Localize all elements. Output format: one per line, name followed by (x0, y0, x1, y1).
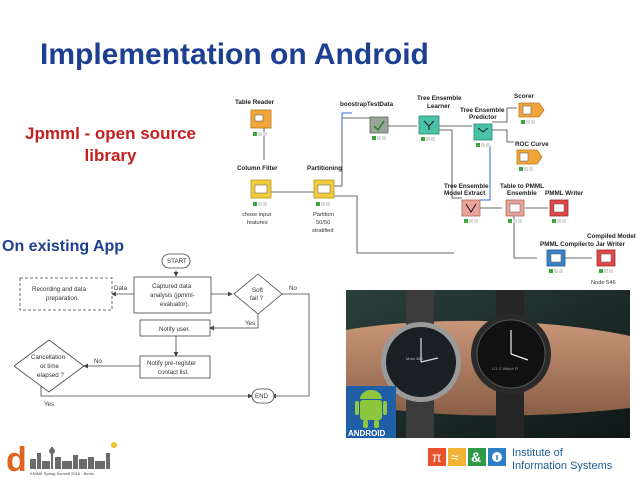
workflow-pmml-writer-label: PMML Writer (545, 190, 584, 197)
smartwatch-photo: Moto 360 LG G Watch R ANDROID (346, 290, 630, 438)
workflow-column-filter-note-1: chose input (242, 212, 272, 218)
workflow-te-predictor-label-2: Predictor (469, 114, 497, 121)
workflow-pmml-writer-node: PMML Writer (545, 190, 584, 223)
workflow-jar-writer-label-2: to Jar Writer (588, 241, 626, 248)
institute-logo: π ≈ & Institute of Information Systems (428, 440, 634, 476)
flowchart-soft-fail-line1: Soft (252, 287, 263, 294)
workflow-model-extract-label-2: Model Extract (444, 190, 486, 197)
workflow-model-extract-icon (462, 200, 480, 216)
workflow-table-reader-label: Table Reader (235, 99, 275, 106)
flowchart-notify-user-box: Notify user. (140, 320, 210, 336)
flowchart-captured-line2: analysis (jpmml- (150, 292, 195, 299)
workflow-te-predictor-label-1: Tree Ensemble (460, 107, 505, 114)
institute-line2: Information Systems (512, 460, 613, 472)
ampersand-symbol: & (471, 449, 481, 465)
workflow-table-to-pmml-label-1: Table to PMML (500, 183, 544, 190)
conference-logo-letter: d (6, 441, 27, 477)
conference-logo-caption: KNIME Spring Summit 2016 - Berlin (30, 471, 94, 476)
workflow-partitioning-node: Partitioning Partition 50/50 stratified (307, 165, 342, 234)
workflow-partitioning-label: Partitioning (307, 165, 342, 172)
workflow-table-to-pmml-label-2: Ensemble (507, 190, 537, 197)
workflow-bootstrap-node: boostrapTestData (340, 101, 394, 140)
workflow-bootstrap-icon (370, 117, 388, 133)
flowchart-notify-pre-line1: Notify pre-register (147, 360, 196, 367)
flowchart-yes-label-2: Yes (44, 401, 54, 408)
workflow-te-learner-node: Tree Ensemble Learner (417, 95, 462, 141)
flowchart-captured-box: Captured data analysis (jpmml- evaluator… (134, 277, 211, 313)
workflow-jar-writer-node: Compiled Model to Jar Writer Node 546 (587, 233, 636, 286)
approx-symbol: ≈ (451, 449, 459, 465)
workflow-te-learner-icon (419, 116, 439, 134)
workflow-model-extract-node: Tree Ensemble Model Extract (444, 183, 489, 223)
workflow-te-predictor-node: Tree Ensemble Predictor (460, 107, 505, 147)
workflow-column-filter-node: Column Filter chose input features (237, 165, 278, 226)
workflow-table-reader-node: Table Reader (235, 99, 275, 136)
flowchart-cancel-line2: or time (40, 363, 59, 370)
flowchart-end-label: END (255, 393, 269, 400)
flowchart-cancel-line1: Cancellation (31, 354, 66, 361)
institute-line1: Institute of (512, 447, 564, 459)
flowchart-start: START (162, 254, 190, 268)
conference-logo: d KNIME Spring Summit 2016 - Berlin (2, 437, 142, 477)
smartwatch-right: LG G Watch R (471, 314, 551, 394)
flowchart-cancellation-diamond: Cancellation or time elapsed ? (14, 340, 84, 392)
flowchart-notify-pre-line2: contact list. (158, 369, 189, 376)
workflow-partitioning-note-3: stratified (312, 228, 334, 234)
flowchart-data-label: Data (114, 285, 128, 292)
flowchart-start-label: START (167, 258, 187, 265)
flowchart-end: END (252, 389, 274, 403)
subtitle-jpmml: Jpmml - open source library (8, 123, 213, 167)
workflow-pmml-compiler-node: PMML Compiler (540, 241, 588, 273)
subtitle-jpmml-line2: library (8, 145, 213, 167)
workflow-partitioning-note-2: 50/50 (316, 220, 330, 226)
flowchart-captured-line1: Captured data (152, 283, 192, 290)
flowchart-recording-box: Recording and data preparation. (20, 278, 112, 310)
workflow-jar-writer-label-1: Compiled Model (587, 233, 636, 240)
android-logo-text: ANDROID (348, 429, 386, 438)
workflow-pmml-compiler-label: PMML Compiler (540, 241, 588, 248)
workflow-column-filter-label: Column Filter (237, 165, 278, 172)
app-flowchart: START Recording and data preparation. Da… (14, 246, 332, 414)
workflow-column-filter-note-2: features (247, 220, 268, 226)
pi-symbol: π (432, 449, 442, 465)
flowchart-notify-pre-box: Notify pre-register contact list. (140, 356, 210, 378)
smartwatch-right-brand: LG G Watch R (492, 366, 518, 371)
workflow-partitioning-note-1: Partition (313, 212, 334, 218)
flowchart-recording-line2: preparation. (46, 295, 79, 302)
workflow-roc-node: ROC Curve (515, 141, 549, 171)
subtitle-jpmml-line1: Jpmml - open source (8, 123, 213, 145)
flowchart-soft-fail-line2: fail ? (250, 295, 264, 302)
workflow-roc-label: ROC Curve (515, 141, 549, 148)
berlin-skyline-icon (30, 447, 110, 469)
knime-logo-icon (111, 442, 117, 448)
flowchart-notify-user-label: Notify user. (159, 326, 190, 333)
flowchart-cancel-line3: elapsed ? (37, 372, 64, 379)
flowchart-no-label-2: No (94, 358, 102, 365)
workflow-scorer-label: Scorer (514, 93, 535, 100)
android-logo-icon: ANDROID (346, 386, 396, 438)
flowchart-no-label-1: No (289, 285, 297, 292)
workflow-bootstrap-label: boostrapTestData (340, 101, 394, 108)
workflow-node-546-label: Node 546 (591, 280, 616, 286)
workflow-model-extract-label-1: Tree Ensemble (444, 183, 489, 190)
workflow-te-learner-label-2: Learner (427, 103, 451, 110)
flowchart-yes-label-1: Yes (245, 320, 255, 327)
flowchart-captured-line3: evaluator). (160, 301, 190, 308)
workflow-table-to-pmml-node: Table to PMML Ensemble (500, 183, 544, 223)
flowchart-recording-line1: Recording and data (32, 286, 87, 293)
flowchart-soft-fail-diamond: Soft fail ? (234, 274, 282, 314)
workflow-te-learner-label-1: Tree Ensemble (417, 95, 462, 102)
slide-title: Implementation on Android (40, 38, 429, 72)
workflow-scorer-node: Scorer (514, 93, 544, 124)
